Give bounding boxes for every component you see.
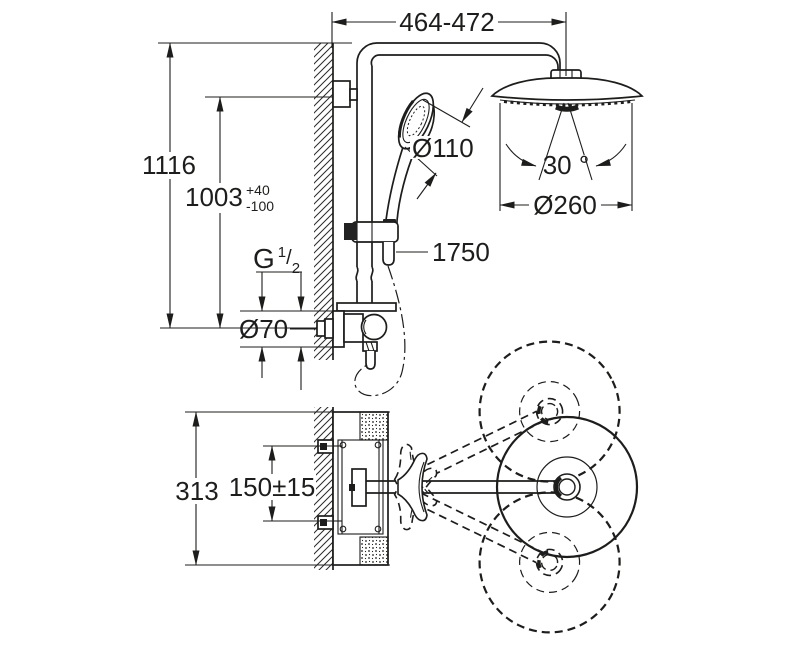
dimension-head-diameter: Ø260 xyxy=(499,103,633,220)
rail-sticker xyxy=(344,223,357,240)
head-shower xyxy=(490,69,644,112)
head-diameter-label: Ø260 xyxy=(533,190,597,220)
hose-phantom-loop xyxy=(354,265,406,397)
dimension-spray-angle: 30 ° xyxy=(505,102,627,181)
spray-angle-label: 30 ° xyxy=(543,150,590,180)
shower-hose: 1750 xyxy=(382,237,490,267)
shower-rail-holder xyxy=(344,221,399,243)
outlet-height-tolerance-plus: +40 xyxy=(246,182,270,198)
hose-length-label: 1750 xyxy=(432,237,490,267)
head-shower-top-view xyxy=(396,415,639,559)
mounting-plate xyxy=(317,411,412,566)
thermostat-valve xyxy=(316,302,397,370)
dimension-hand-shower-diameter: Ø110 xyxy=(404,87,484,200)
profile-height-label: 313 xyxy=(175,476,218,506)
head-shower-swivel-positions xyxy=(365,316,645,650)
wall-top-view xyxy=(314,407,334,570)
hand-shower-diameter-label: Ø110 xyxy=(412,133,474,163)
spray-nozzles xyxy=(503,100,633,107)
wall-bracket xyxy=(332,80,358,108)
top-width-label: 464-472 xyxy=(399,7,494,37)
outlet-height-label: 1003 xyxy=(185,182,243,212)
escutcheon-diameter-label: Ø70 xyxy=(239,314,288,344)
connection-spacing-label: 150±15 xyxy=(229,472,316,502)
dimension-top-width: 464-472 xyxy=(331,7,567,48)
wall-front-view xyxy=(314,43,334,360)
outlet-height-tolerance-minus: -100 xyxy=(246,198,274,214)
center-spray xyxy=(555,104,579,112)
total-height-label: 1116 xyxy=(142,150,196,180)
dimension-total-height: 1116 1003 +40 -100 xyxy=(140,42,352,329)
dimension-connection-spacing: 150±15 xyxy=(228,445,333,522)
